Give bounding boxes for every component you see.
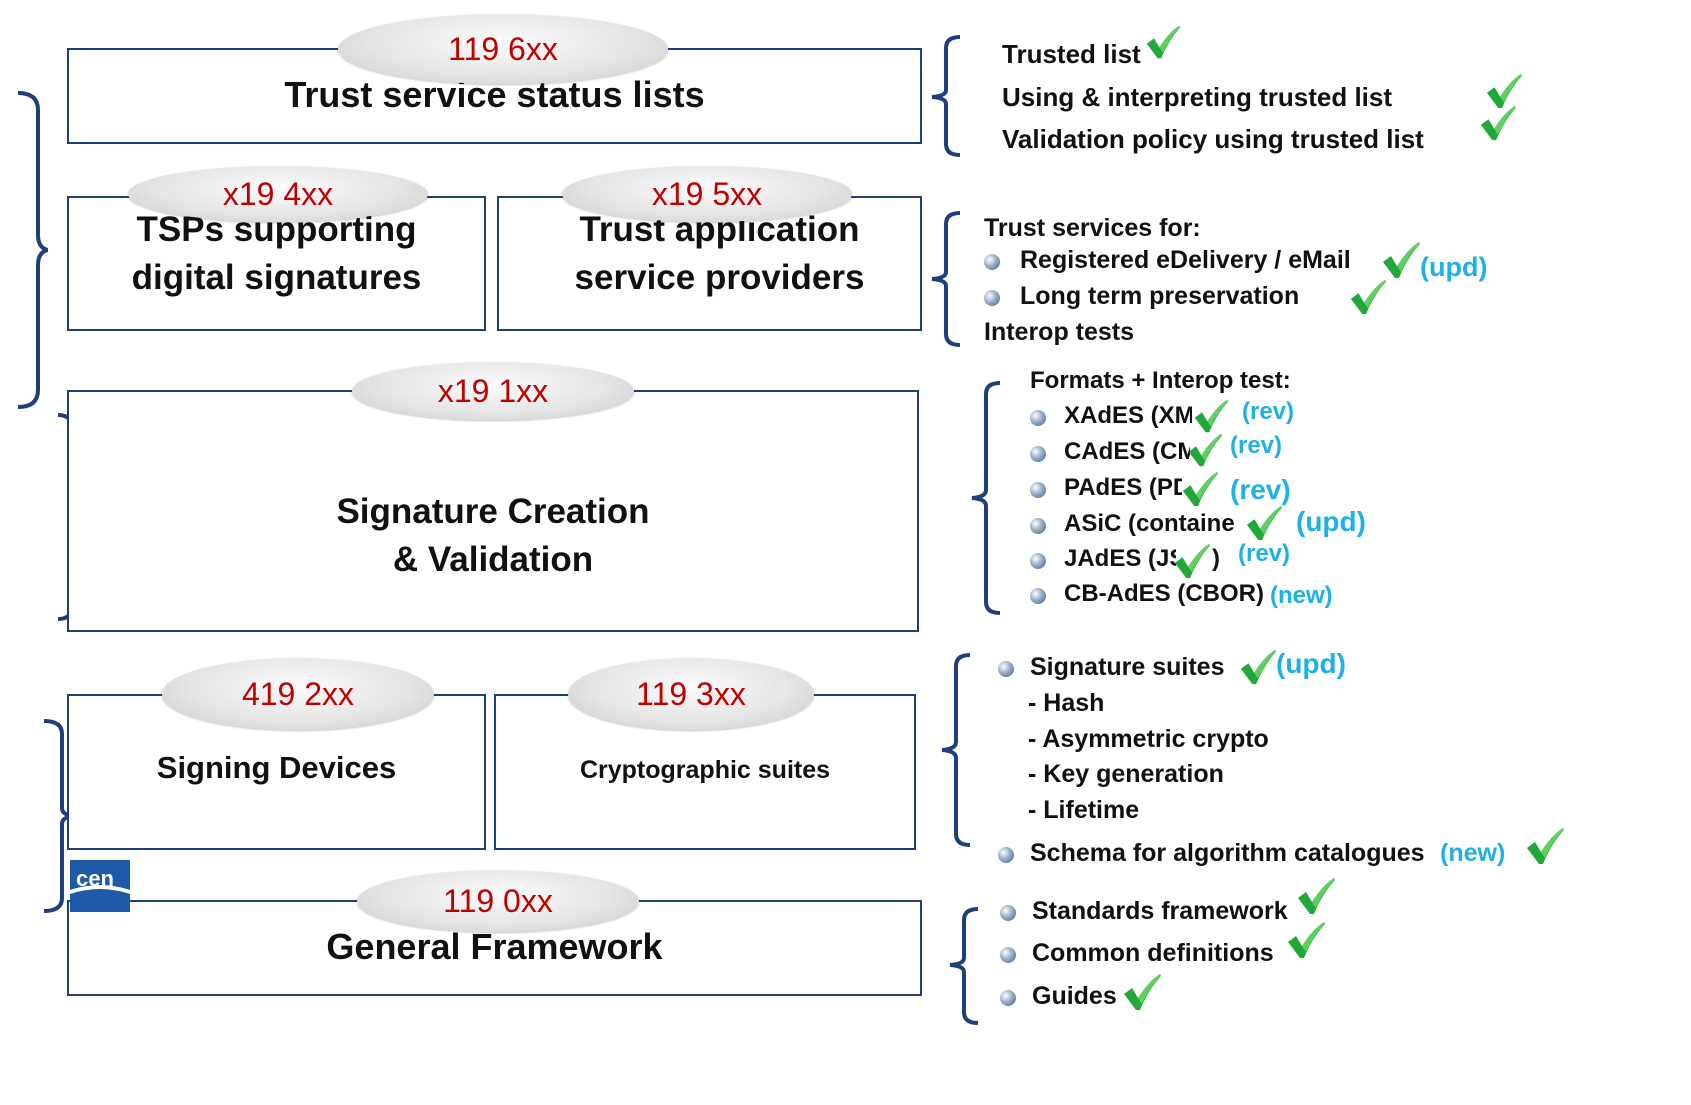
- check-icon: [1286, 920, 1326, 960]
- right-brace-suites: [941, 653, 971, 847]
- check-icon: [1238, 648, 1278, 686]
- check-icon: [1348, 278, 1388, 316]
- tag-upd: (upd): [1296, 506, 1366, 537]
- tag-rev: (rev): [1230, 432, 1283, 459]
- left-brace-upper: [17, 91, 48, 409]
- right-brace-formats: [971, 381, 1001, 615]
- svg-text:cen: cen: [76, 866, 114, 891]
- check-icon: [1380, 240, 1422, 280]
- sigcv-code-badge: x19 1xx: [352, 362, 634, 420]
- note-pades: PAdES (PD: [1064, 474, 1182, 501]
- note-xades: XAdES (XM: [1064, 402, 1192, 429]
- note-schema-algorithm: Schema for algorithm catalogues: [1030, 839, 1425, 867]
- tag-new: (new): [1440, 839, 1506, 867]
- note-standards-framework: Standards framework: [1032, 897, 1288, 925]
- note-asic: ASiC (containe: [1064, 510, 1235, 537]
- check-icon: [1144, 24, 1182, 60]
- bullet-icon: [1000, 990, 1016, 1006]
- signature-creation-box: Signature Creation & Validation: [67, 390, 919, 632]
- general-framework-title: General Framework: [326, 926, 663, 967]
- left-brace-lower: [43, 719, 74, 913]
- note-long-term-preservation: Long term preservation: [1020, 282, 1300, 310]
- bullet-icon: [1030, 482, 1046, 498]
- bullet-icon: [1030, 410, 1046, 426]
- note-common-definitions: Common definitions: [1032, 939, 1274, 967]
- check-icon: [1524, 826, 1566, 866]
- note-interop-tests: Interop tests: [984, 318, 1135, 346]
- tag-rev: (rev): [1238, 540, 1291, 567]
- note-asymmetric-crypto: - Asymmetric crypto: [1028, 725, 1269, 753]
- tag-upd: (upd): [1420, 252, 1488, 282]
- note-jades-close: ): [1212, 545, 1220, 572]
- note-hash: - Hash: [1028, 689, 1105, 717]
- note-cbades: CB-AdES (CBOR): [1064, 580, 1264, 607]
- note-formats-heading: Formats + Interop test:: [1030, 367, 1291, 394]
- note-trusted-list: Trusted list: [1002, 39, 1141, 69]
- tag-rev: (rev): [1242, 398, 1295, 425]
- check-icon: [1296, 876, 1336, 916]
- sigcv-title-line2: & Validation: [392, 540, 594, 579]
- bullet-icon: [984, 290, 1000, 306]
- general-code-badge: 119 0xx: [357, 870, 639, 932]
- note-guides: Guides: [1032, 982, 1117, 1010]
- signing-devices-title: Signing Devices: [156, 750, 397, 785]
- bullet-icon: [1030, 446, 1046, 462]
- bullet-icon: [998, 847, 1014, 863]
- check-icon: [1478, 104, 1518, 142]
- right-brace-general: [949, 907, 979, 1025]
- check-icon: [1122, 972, 1162, 1012]
- trust-status-code-badge: 119 6xx: [338, 14, 668, 84]
- check-icon: [1192, 398, 1230, 434]
- cen-logo: cen: [70, 860, 130, 912]
- note-trust-services-heading: Trust services for:: [984, 214, 1201, 242]
- bullet-icon: [1030, 518, 1046, 534]
- bullet-icon: [1030, 588, 1046, 604]
- note-jades: JAdES (JS: [1064, 545, 1176, 572]
- tag-new: (new): [1270, 582, 1333, 609]
- note-validation-policy: Validation policy using trusted list: [1002, 124, 1424, 154]
- right-brace-trusted-list: [931, 35, 961, 157]
- bullet-icon: [998, 661, 1014, 677]
- note-lifetime: - Lifetime: [1028, 796, 1140, 824]
- note-using-trusted-list: Using & interpreting trusted list: [1002, 82, 1393, 112]
- tag-rev: (rev): [1230, 474, 1291, 505]
- tsp-title-line2: digital signatures: [131, 258, 422, 297]
- check-icon: [1244, 504, 1284, 542]
- crypto-suites-title: Cryptographic suites: [579, 756, 831, 784]
- tsp-code-badge: x19 4xx: [128, 166, 428, 222]
- crypto-code-badge: 119 3xx: [568, 658, 814, 730]
- note-registered-edelivery: Registered eDelivery / eMail: [1020, 246, 1351, 274]
- note-cades: CAdES (CM: [1064, 438, 1190, 465]
- note-signature-suites: Signature suites: [1030, 653, 1225, 681]
- taps-code-badge: x19 5xx: [562, 166, 852, 222]
- bullet-icon: [984, 254, 1000, 270]
- check-icon: [1186, 432, 1224, 468]
- bullet-icon: [1000, 947, 1016, 963]
- right-brace-trust-services: [931, 211, 961, 347]
- bullet-icon: [1000, 905, 1016, 921]
- sigcv-title-line1: Signature Creation: [336, 492, 650, 531]
- devices-code-badge: 419 2xx: [162, 658, 434, 730]
- bullet-icon: [1030, 553, 1046, 569]
- check-icon: [1172, 542, 1212, 580]
- taps-title-line2: service providers: [574, 258, 865, 297]
- check-icon: [1180, 470, 1220, 508]
- tag-upd: (upd): [1276, 648, 1346, 679]
- note-key-generation: - Key generation: [1028, 760, 1224, 788]
